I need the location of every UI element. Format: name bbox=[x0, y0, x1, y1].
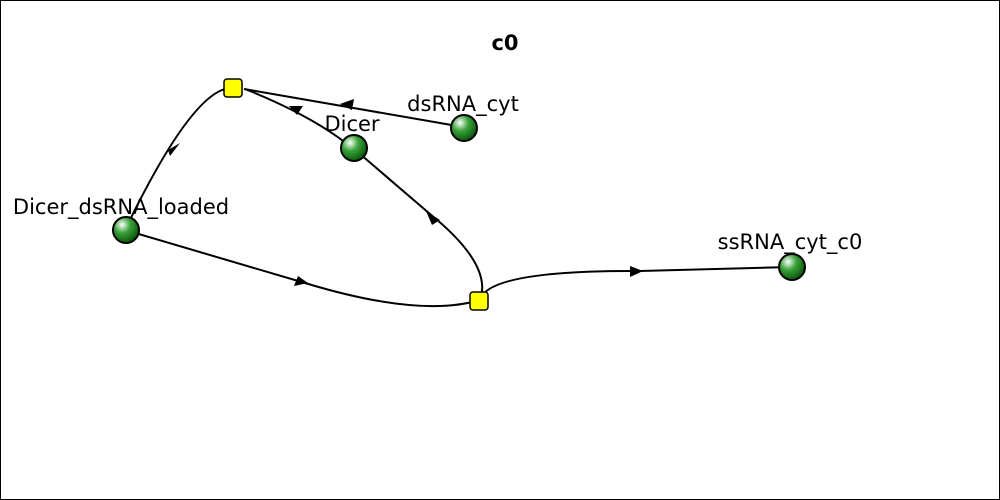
species-dicer-dsrna-loaded[interactable] bbox=[112, 216, 140, 244]
edge-complex-to-process2[interactable] bbox=[124, 229, 481, 308]
compartment-title: c0 bbox=[491, 31, 518, 55]
species-dsrna-cyt[interactable] bbox=[450, 114, 478, 142]
label-dicer-dsrna-loaded: Dicer_dsRNA_loaded bbox=[13, 195, 229, 220]
arrowhead bbox=[289, 106, 303, 115]
process-node-1[interactable] bbox=[223, 78, 243, 98]
arrowhead bbox=[340, 99, 354, 110]
species-ssrna-cyt-c0[interactable] bbox=[778, 253, 806, 281]
species-dicer[interactable] bbox=[340, 134, 368, 162]
arrowhead bbox=[294, 276, 308, 286]
label-dsrna-cyt: dsRNA_cyt bbox=[407, 92, 519, 117]
edge-dsrna-to-process1[interactable] bbox=[243, 88, 464, 128]
label-dicer: Dicer bbox=[324, 112, 379, 136]
arrowhead bbox=[426, 211, 440, 225]
label-ssrna-cyt-c0: ssRNA_cyt_c0 bbox=[718, 230, 863, 255]
edge-process2-to-dicer[interactable] bbox=[352, 147, 484, 301]
process-node-2[interactable] bbox=[469, 291, 489, 311]
arrowhead bbox=[168, 143, 180, 156]
arrowhead bbox=[630, 266, 643, 277]
